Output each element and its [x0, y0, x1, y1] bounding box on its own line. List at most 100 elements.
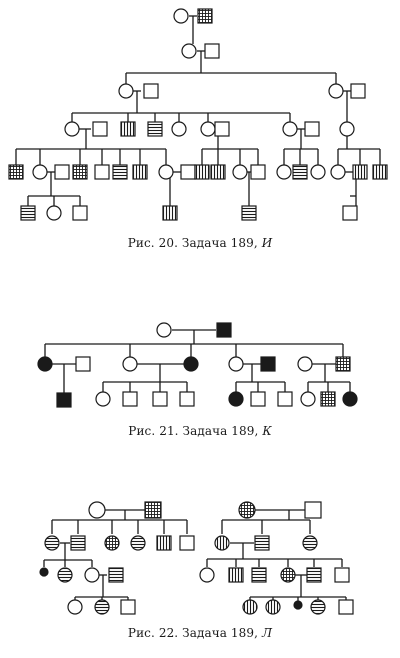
female-plain-symbol-12	[171, 121, 187, 137]
female-grid-symbol-68	[104, 535, 120, 551]
figure-21-caption-letter: К	[262, 424, 272, 438]
female-plain-symbol-29	[232, 164, 248, 180]
female-grid-symbol-79	[238, 501, 256, 519]
female-solid-symbol-48	[183, 356, 199, 372]
figure-20-caption-text: Рис. 20. Задача 189,	[127, 236, 258, 250]
male-plain-symbol-89	[334, 567, 350, 583]
figure-22-caption-letter: Л	[261, 626, 273, 640]
male-hatch-v-symbol-85	[228, 567, 244, 583]
female-solid-symbol-58	[228, 391, 244, 407]
male-plain-symbol-80	[304, 501, 322, 519]
male-grid-symbol-52	[335, 356, 351, 372]
female-plain-symbol-64	[88, 501, 106, 519]
male-plain-symbol-26	[180, 164, 196, 180]
male-plain-symbol-60	[277, 391, 293, 407]
male-solid-symbol-53	[56, 392, 72, 408]
female-hatch-v-symbol-91	[265, 599, 281, 615]
female-solid-symbol-72	[39, 567, 49, 577]
male-hatch-h-symbol-82	[254, 535, 270, 551]
male-hatch-v-symbol-35	[352, 164, 368, 180]
female-plain-symbol-8	[64, 121, 80, 137]
female-hatch-h-symbol-93	[310, 599, 326, 615]
male-hatch-v-symbol-70	[156, 535, 172, 551]
male-plain-symbol-3	[204, 43, 220, 59]
male-plain-symbol-20	[54, 164, 70, 180]
male-plain-symbol-9	[92, 121, 108, 137]
male-plain-symbol-7	[350, 83, 366, 99]
male-plain-symbol-57	[179, 391, 195, 407]
male-grid-symbol-65	[144, 501, 162, 519]
male-solid-symbol-44	[216, 322, 232, 338]
figure-20-caption: Рис. 20. Задача 189, И	[0, 236, 400, 250]
female-plain-symbol-31	[276, 164, 292, 180]
female-plain-symbol-0	[173, 8, 189, 24]
male-grid-symbol-21	[72, 164, 88, 180]
male-plain-symbol-59	[250, 391, 266, 407]
male-plain-symbol-71	[179, 535, 195, 551]
male-grid-symbol-1	[197, 8, 213, 24]
female-solid-symbol-45	[37, 356, 53, 372]
figure-22-caption: Рис. 22. Задача 189, Л	[0, 626, 400, 640]
female-grid-symbol-87	[280, 567, 296, 583]
female-plain-symbol-19	[32, 164, 48, 180]
male-plain-symbol-5	[143, 83, 159, 99]
female-plain-symbol-13	[200, 121, 216, 137]
male-hatch-h-symbol-41	[241, 205, 257, 221]
male-hatch-h-symbol-88	[306, 567, 322, 583]
female-plain-symbol-47	[122, 356, 138, 372]
female-plain-symbol-6	[328, 83, 344, 99]
male-plain-symbol-55	[122, 391, 138, 407]
female-plain-symbol-25	[158, 164, 174, 180]
male-hatch-h-symbol-37	[20, 205, 36, 221]
female-hatch-h-symbol-83	[302, 535, 318, 551]
female-hatch-h-symbol-73	[57, 567, 73, 583]
male-hatch-v-symbol-28	[210, 164, 226, 180]
male-plain-symbol-22	[94, 164, 110, 180]
male-hatch-h-symbol-23	[112, 164, 128, 180]
figure-21-caption-text: Рис. 21. Задача 189,	[128, 424, 259, 438]
female-plain-symbol-2	[181, 43, 197, 59]
male-plain-symbol-16	[304, 121, 320, 137]
male-plain-symbol-30	[250, 164, 266, 180]
female-plain-symbol-51	[297, 356, 313, 372]
female-plain-symbol-43	[156, 322, 172, 338]
figure-20-caption-letter: И	[261, 236, 273, 250]
male-hatch-v-symbol-10	[120, 121, 136, 137]
female-plain-symbol-38	[46, 205, 62, 221]
female-plain-symbol-84	[199, 567, 215, 583]
female-plain-symbol-34	[330, 164, 346, 180]
male-plain-symbol-94	[338, 599, 354, 615]
male-plain-symbol-39	[72, 205, 88, 221]
male-plain-symbol-14	[214, 121, 230, 137]
male-grid-symbol-18	[8, 164, 24, 180]
female-hatch-v-symbol-81	[214, 535, 230, 551]
female-plain-symbol-17	[339, 121, 355, 137]
female-solid-symbol-63	[342, 391, 358, 407]
female-plain-symbol-33	[310, 164, 326, 180]
female-solid-symbol-92	[293, 600, 303, 610]
female-plain-symbol-4	[118, 83, 134, 99]
male-hatch-h-symbol-67	[70, 535, 86, 551]
male-hatch-v-symbol-27	[194, 164, 210, 180]
female-plain-symbol-74	[84, 567, 100, 583]
male-hatch-v-symbol-36	[372, 164, 388, 180]
male-grid-symbol-62	[320, 391, 336, 407]
male-hatch-h-symbol-86	[251, 567, 267, 583]
male-hatch-v-symbol-24	[132, 164, 148, 180]
figure-21-caption: Рис. 21. Задача 189, К	[0, 424, 400, 438]
female-hatch-h-symbol-66	[44, 535, 60, 551]
figure-22-caption-text: Рис. 22. Задача 189,	[127, 626, 259, 640]
male-hatch-v-symbol-40	[162, 205, 178, 221]
male-hatch-h-symbol-11	[147, 121, 163, 137]
male-plain-symbol-42	[342, 205, 358, 221]
male-solid-symbol-50	[260, 356, 276, 372]
male-plain-symbol-56	[152, 391, 168, 407]
female-hatch-h-symbol-77	[94, 599, 110, 615]
male-hatch-h-symbol-75	[108, 567, 124, 583]
female-plain-symbol-61	[300, 391, 316, 407]
female-plain-symbol-15	[282, 121, 298, 137]
female-hatch-h-symbol-69	[130, 535, 146, 551]
male-plain-symbol-46	[75, 356, 91, 372]
male-hatch-h-symbol-32	[292, 164, 308, 180]
